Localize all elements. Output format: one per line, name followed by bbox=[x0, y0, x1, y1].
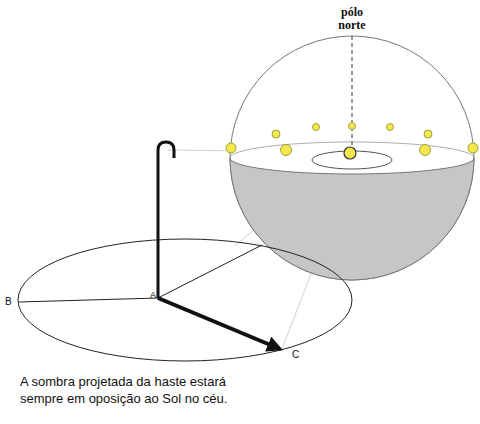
celestial-sphere bbox=[230, 36, 474, 280]
pole-label: pólo norte bbox=[331, 6, 373, 32]
gnomon-rod bbox=[158, 142, 174, 298]
direction-line bbox=[19, 245, 262, 302]
point-label: C bbox=[292, 349, 299, 360]
rod-shadow bbox=[158, 298, 280, 349]
horizon-plane bbox=[18, 239, 352, 361]
point-label: B bbox=[5, 296, 12, 307]
point-label: A bbox=[150, 291, 156, 301]
polar-axis bbox=[352, 36, 353, 152]
sun-position bbox=[226, 123, 478, 160]
caption: A sombra projetada da haste estará sempr… bbox=[20, 374, 270, 408]
